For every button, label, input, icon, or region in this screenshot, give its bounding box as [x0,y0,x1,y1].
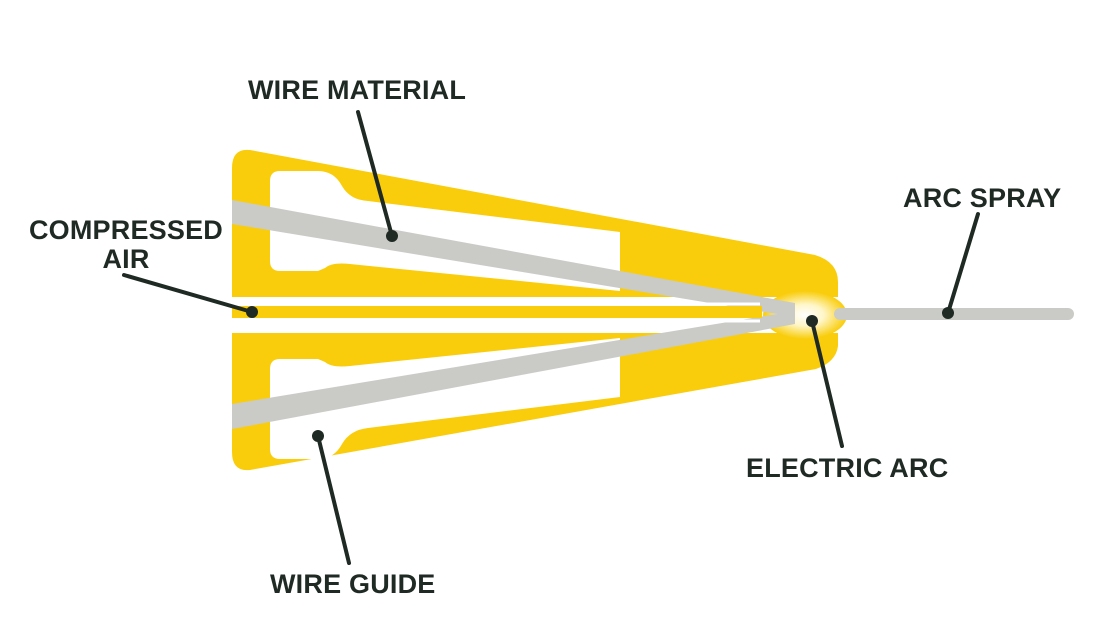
label-arc-spray: ARC SPRAY [903,183,1061,213]
wire-upper [232,200,795,317]
compressed-air-channel [232,306,762,318]
label-wire-material: WIRE MATERIAL [248,75,466,105]
leader-arc-spray [946,212,980,315]
wire-lower [232,311,795,429]
dot-arc-spray [942,307,954,319]
leader-electric-arc [810,319,844,448]
label-compressed-air-line1: COMPRESSED [29,215,223,245]
dot-wire-guide [312,430,324,442]
dot-wire-material [386,230,398,242]
dot-electric-arc [806,315,818,327]
leader-wire-material [356,110,394,238]
dot-compressed-air [246,306,258,318]
label-compressed-air-line2: AIR [102,244,149,274]
leader-wire-guide [316,434,351,565]
label-electric-arc: ELECTRIC ARC [746,453,948,483]
leader-compressed-air [122,273,254,314]
label-wire-guide: WIRE GUIDE [270,569,436,599]
